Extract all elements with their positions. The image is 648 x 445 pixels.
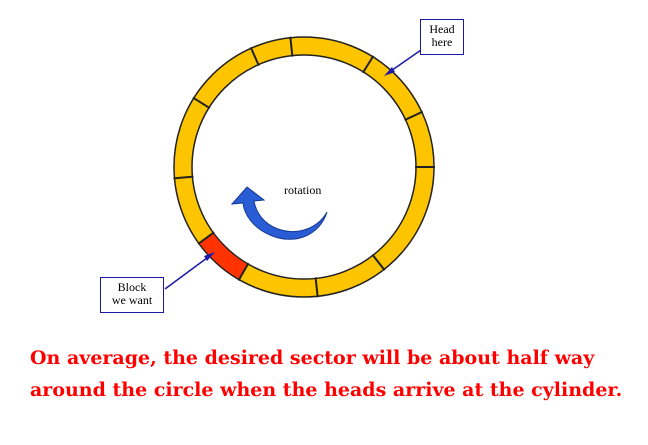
- curved-arrow-icon: [230, 186, 328, 240]
- block-we-want-callout: Block we want: [100, 277, 164, 313]
- sector-divider: [192, 96, 211, 110]
- rotation-label: rotation: [284, 183, 322, 197]
- track-ring: [173, 36, 435, 298]
- sector-divider: [361, 55, 375, 74]
- sector-divider: [289, 36, 294, 57]
- head-pointer-arrow: [384, 49, 422, 76]
- head-here-callout: Head here: [420, 19, 464, 55]
- sector-divider: [404, 110, 424, 121]
- head-label-line-1: Head: [429, 22, 455, 36]
- caption-text: On average, the desired sector will be a…: [30, 347, 623, 401]
- block-label-line-1: Block: [117, 280, 147, 294]
- head-label-line-2: here: [431, 35, 453, 49]
- sector-divider: [237, 262, 250, 281]
- sector-divider: [371, 253, 386, 271]
- disk-track-diagram: [164, 36, 435, 298]
- sector-dividers: [173, 36, 435, 298]
- sector-divider: [197, 231, 215, 245]
- sector-divider: [173, 175, 194, 180]
- block-pointer-arrow: [164, 252, 215, 290]
- sector-divider: [249, 46, 260, 67]
- sector-divider: [314, 277, 319, 298]
- block-label-line-2: we want: [111, 293, 153, 307]
